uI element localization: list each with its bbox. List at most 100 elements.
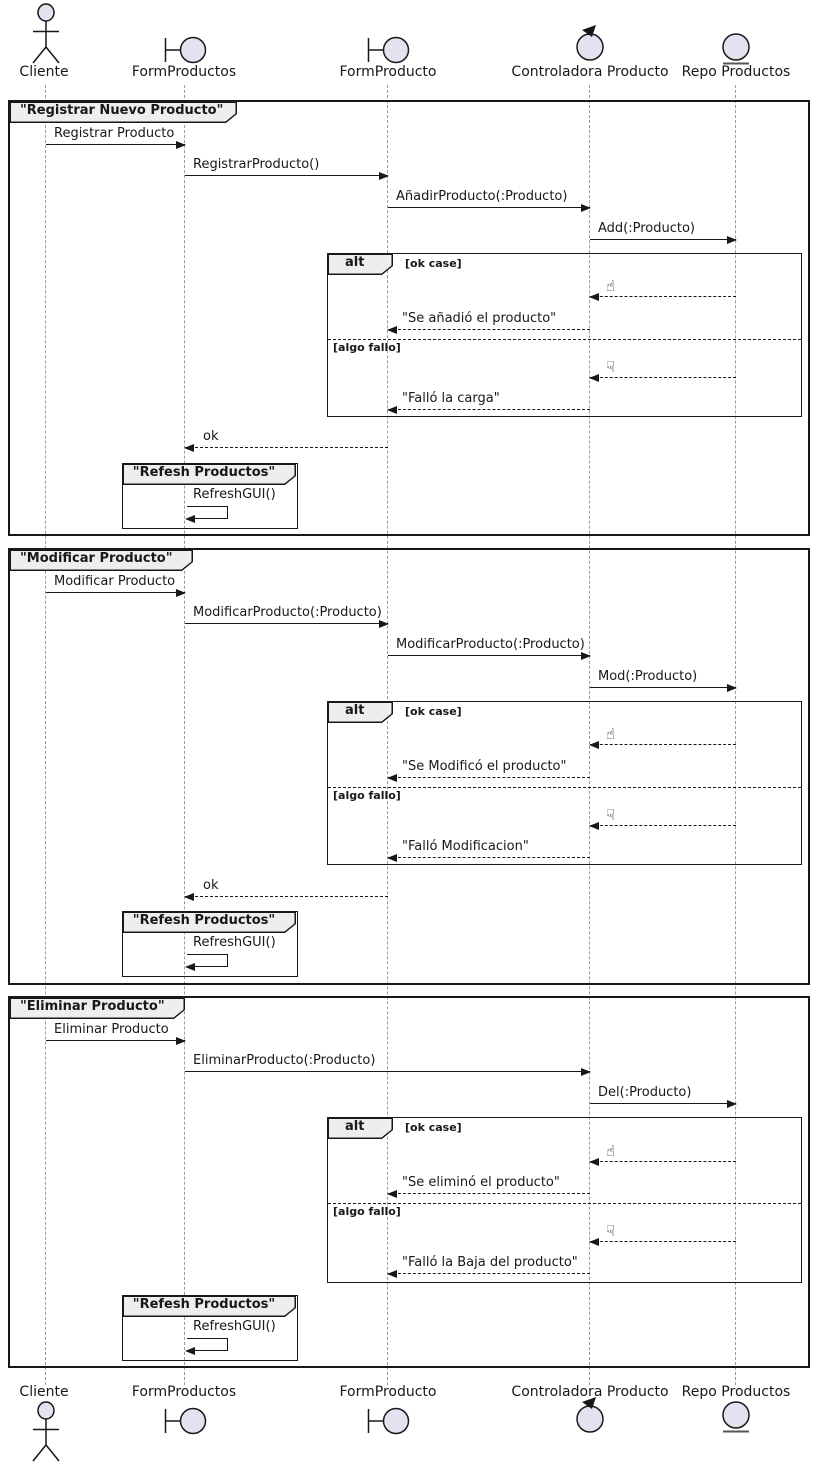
message-label: ok — [203, 429, 219, 444]
entity-icon — [722, 33, 750, 65]
arrowhead-icon — [387, 854, 397, 862]
arrowhead-icon — [589, 1238, 599, 1246]
control-icon — [576, 25, 604, 61]
thumbs-down-icon: ☟ — [606, 358, 616, 376]
participant-label: Repo Productos — [681, 1384, 791, 1400]
actor-icon — [32, 1401, 60, 1462]
frame-modificar-producto: "Modificar Producto" — [8, 548, 810, 985]
subframe-title-tab: "Refesh Productos" — [122, 1295, 296, 1317]
control-icon — [576, 1397, 604, 1433]
arrowhead-icon — [185, 963, 195, 971]
self-message-arrow — [185, 1338, 228, 1355]
thumbs-down-icon: ☟ — [606, 1222, 616, 1240]
alt-guard: [algo fallo] — [333, 1205, 401, 1218]
subframe-title: "Refesh Productos" — [132, 1297, 276, 1312]
arrowhead-icon — [387, 406, 397, 414]
arrowhead-icon — [727, 1100, 737, 1108]
message-label: Mod(:Producto) — [598, 669, 698, 684]
alt-operator-tab: alt — [327, 701, 393, 723]
participant-label: Controladora Producto — [511, 1384, 669, 1400]
message: Registrar Producto — [46, 126, 186, 149]
message: RegistrarProducto() — [185, 157, 389, 180]
message: ☝ — [589, 725, 736, 749]
arrowhead-icon — [581, 1068, 591, 1076]
message-label: "Falló Modificacion" — [402, 839, 529, 854]
refresh-subframe: "Refesh Productos" — [122, 463, 298, 529]
message-label: ModificarProducto(:Producto) — [193, 605, 382, 620]
arrowhead-icon — [184, 444, 194, 452]
alt-operator: alt — [345, 1119, 365, 1134]
alt-divider — [328, 787, 801, 788]
self-message-label: RefreshGUI() — [193, 487, 276, 502]
frame-title-tab: "Eliminar Producto" — [9, 997, 185, 1019]
thumbs-up-icon: ☝ — [606, 725, 616, 743]
lifeline-formproducto — [387, 85, 388, 1385]
message: ☟ — [589, 358, 736, 382]
alt-fragment: alt — [327, 253, 802, 417]
arrowhead-icon — [581, 204, 591, 212]
participant-label: Cliente — [19, 1384, 69, 1400]
alt-guard: [ok case] — [405, 1121, 462, 1134]
refresh-subframe: "Refesh Productos" — [122, 911, 298, 977]
lifeline-repo-productos — [735, 85, 736, 1385]
frame-title: "Modificar Producto" — [20, 551, 173, 566]
message: ☟ — [589, 806, 736, 830]
alt-fragment: alt — [327, 1117, 802, 1283]
frame-title-tab: "Registrar Nuevo Producto" — [9, 101, 237, 123]
message: ok — [184, 429, 388, 452]
frame-title: "Eliminar Producto" — [20, 999, 165, 1014]
frame-eliminar-producto: "Eliminar Producto" — [8, 996, 810, 1368]
arrowhead-icon — [185, 515, 195, 523]
arrowhead-icon — [589, 741, 599, 749]
frame-title: "Registrar Nuevo Producto" — [20, 103, 224, 118]
participant-label: Controladora Producto — [511, 64, 669, 80]
message: Modificar Producto — [46, 574, 186, 597]
message: "Se eliminó el producto" — [387, 1175, 590, 1198]
arrowhead-icon — [185, 1347, 195, 1355]
boundary-icon — [164, 36, 207, 64]
participant-label: FormProductos — [131, 64, 237, 80]
thumbs-up-icon: ☝ — [606, 277, 616, 295]
alt-divider — [328, 339, 801, 340]
participant-label: Cliente — [19, 64, 69, 80]
arrowhead-icon — [387, 1270, 397, 1278]
participant-label: Repo Productos — [681, 64, 791, 80]
arrowhead-icon — [589, 1158, 599, 1166]
thumbs-down-icon: ☟ — [606, 806, 616, 824]
subframe-title: "Refesh Productos" — [132, 913, 276, 928]
boundary-icon — [367, 36, 410, 64]
message-label: "Se eliminó el producto" — [402, 1175, 560, 1190]
message: ModificarProducto(:Producto) — [388, 637, 591, 660]
participant-label: FormProducto — [339, 1384, 437, 1400]
message: "Se añadió el producto" — [387, 311, 590, 334]
participant-label: FormProducto — [339, 64, 437, 80]
message: "Falló la Baja del producto" — [387, 1255, 590, 1278]
message-label: RegistrarProducto() — [193, 157, 320, 172]
message-label: ok — [203, 878, 219, 893]
message: "Falló Modificacion" — [387, 839, 590, 862]
alt-operator: alt — [345, 255, 365, 270]
message: Mod(:Producto) — [590, 669, 737, 692]
arrowhead-icon — [379, 620, 389, 628]
lifeline-cliente — [45, 85, 46, 1385]
self-message-label: RefreshGUI() — [193, 1319, 276, 1334]
message: ☟ — [589, 1222, 736, 1246]
alt-guard: [ok case] — [405, 705, 462, 718]
self-message-arrow — [185, 506, 228, 523]
thumbs-up-icon: ☝ — [606, 1142, 616, 1160]
alt-guard: [algo fallo] — [333, 789, 401, 802]
lifeline-formproductos — [184, 85, 185, 1385]
arrowhead-icon — [727, 684, 737, 692]
arrowhead-icon — [379, 172, 389, 180]
message: ☝ — [589, 1142, 736, 1166]
arrowhead-icon — [184, 893, 194, 901]
arrowhead-icon — [589, 822, 599, 830]
arrowhead-icon — [176, 141, 186, 149]
subframe-title: "Refesh Productos" — [132, 465, 276, 480]
frame-title-tab: "Modificar Producto" — [9, 549, 193, 571]
message: ModificarProducto(:Producto) — [185, 605, 389, 628]
message-label: Add(:Producto) — [598, 221, 696, 236]
arrowhead-icon — [589, 293, 599, 301]
alt-fragment: alt — [327, 701, 802, 865]
